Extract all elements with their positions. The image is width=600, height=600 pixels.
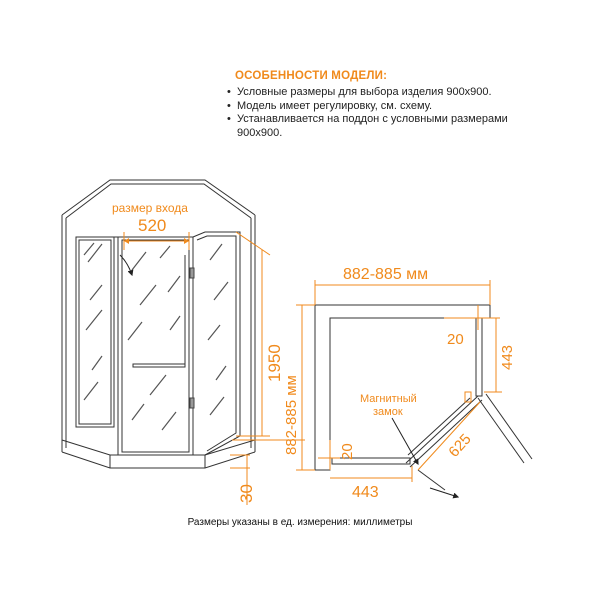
- side-right-value: 443: [499, 345, 516, 370]
- top-view: [314, 304, 533, 491]
- magnet-label-2: замок: [373, 406, 403, 418]
- base-height-value: 30: [237, 484, 256, 503]
- entrance-width-value: 520: [138, 216, 166, 235]
- feature-item: Условные размеры для выбора изделия 900x…: [227, 86, 555, 100]
- features-list: Условные размеры для выбора изделия 900x…: [225, 86, 555, 140]
- features-block: ОСОБЕННОСТИ МОДЕЛИ: Условные размеры для…: [225, 70, 555, 140]
- entrance-label: размер входа: [112, 201, 188, 215]
- door-swing-arrow: [119, 254, 134, 277]
- features-title: ОСОБЕННОСТИ МОДЕЛИ:: [235, 70, 388, 82]
- side-bottom-value: 443: [352, 484, 379, 501]
- magnet-pointer-arrow: [391, 417, 419, 466]
- gap-top-value: 20: [447, 331, 464, 348]
- height-value: 1950: [265, 344, 284, 382]
- front-view: [61, 179, 256, 469]
- door-swing-arrow-top: [429, 487, 460, 499]
- top-width-value: 882-885 мм: [343, 266, 428, 283]
- gap-left-value: 20: [339, 443, 356, 460]
- front-dimensions: [123, 231, 305, 505]
- top-depth-value: 882-885 мм: [283, 375, 300, 455]
- top-dimensions: [296, 280, 502, 482]
- magnet-label: Магнитный: [360, 393, 417, 405]
- units-caption: Размеры указаны в ед. измерения: миллиме…: [187, 517, 413, 528]
- feature-item: Устанавливается на поддон с условными ра…: [227, 113, 555, 140]
- feature-item: Модель имеет регулировку, см. схему.: [227, 100, 555, 114]
